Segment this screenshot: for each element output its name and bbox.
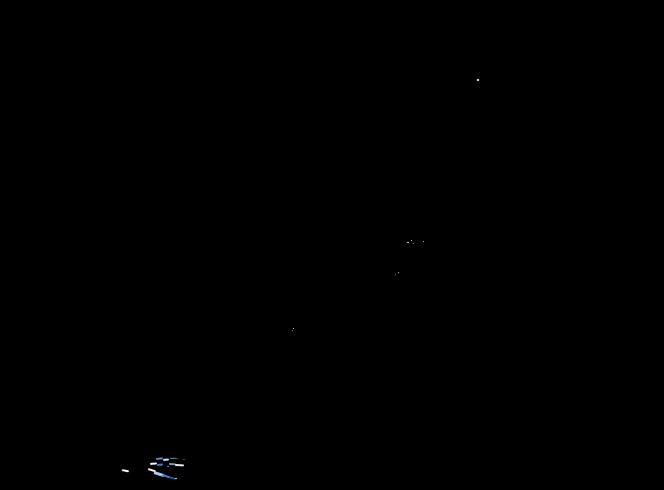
star-cluster-b bbox=[411, 240, 413, 242]
streak-row2-white-left bbox=[149, 461, 158, 465]
streak-row2-dot bbox=[167, 466, 169, 467]
star-single-top bbox=[477, 79, 479, 81]
streak-long-end-dot bbox=[175, 478, 177, 480]
star-cluster-a bbox=[407, 242, 409, 244]
star-pair-low-bright bbox=[398, 272, 400, 274]
star-diag-bright bbox=[293, 328, 295, 330]
star-cluster-d bbox=[423, 241, 425, 243]
star-pair-low-dim bbox=[395, 274, 397, 276]
star-diag-dim bbox=[292, 330, 293, 331]
streak-long-white-tip bbox=[147, 467, 156, 472]
streak-row2-white-right bbox=[174, 463, 185, 466]
streak-row2-gray bbox=[168, 463, 177, 465]
streak-row1-dot-b bbox=[183, 459, 185, 460]
streak-row2-blue bbox=[156, 462, 164, 466]
streak-row1-white bbox=[162, 458, 170, 461]
streak-low-white-dash bbox=[121, 469, 130, 473]
streak-long-darkblue bbox=[168, 476, 176, 481]
streak-row1-dot-a bbox=[176, 458, 178, 459]
streak-long-blue bbox=[161, 473, 171, 479]
streak-long-lightblue bbox=[153, 471, 165, 477]
streak-row1-blue bbox=[155, 457, 164, 460]
star-cluster-c bbox=[413, 243, 415, 244]
streak-row1-gray bbox=[169, 457, 177, 459]
